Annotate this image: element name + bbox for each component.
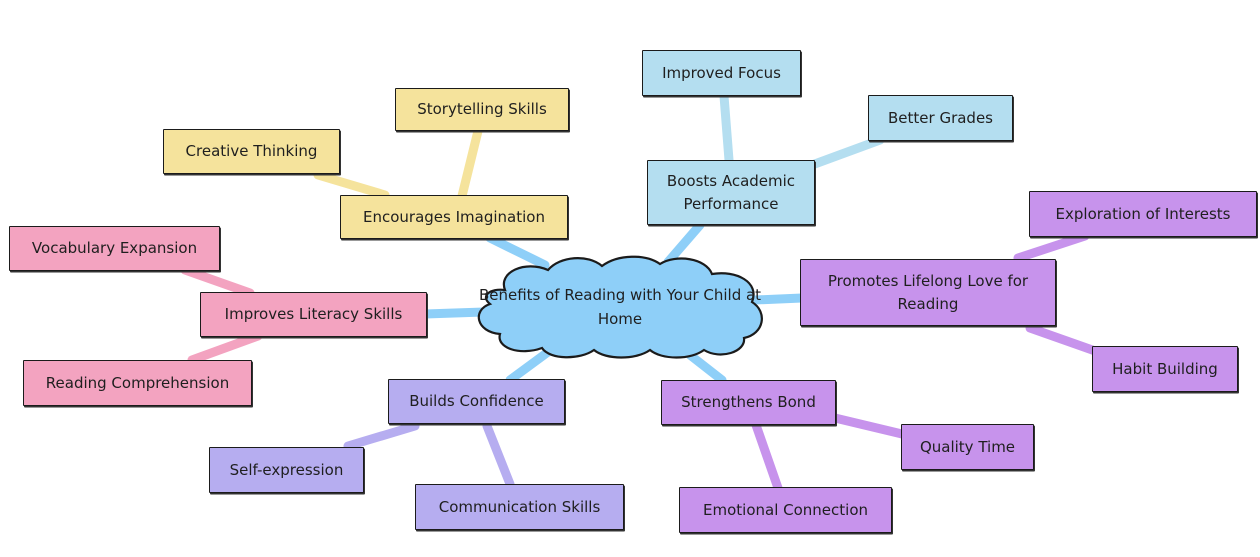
leaf-improved-focus[interactable]: Improved Focus — [642, 50, 801, 96]
branch-label-line-1: Promotes Lifelong Love for — [827, 271, 1029, 290]
leaf-label: Exploration of Interests — [1055, 204, 1231, 223]
root-topic[interactable]: Benefits of Reading with Your Child at H… — [470, 283, 770, 331]
edge-academic-grades — [807, 135, 885, 170]
branch-improves-literacy-skills[interactable]: Improves Literacy Skills — [200, 292, 427, 337]
leaf-label: Quality Time — [919, 437, 1016, 456]
edge-academic-focus — [719, 91, 734, 165]
root-topic-line-2: Your Child at Home — [597, 286, 762, 328]
leaf-communication-skills[interactable]: Communication Skills — [415, 484, 624, 530]
branch-label-line-2: Performance — [683, 194, 779, 213]
leaf-quality-time[interactable]: Quality Time — [901, 424, 1034, 470]
edge-literacy-vocabulary — [180, 265, 255, 298]
root-cloud-shape[interactable] — [470, 252, 770, 360]
edge-lifelong-habit — [1025, 323, 1103, 357]
branch-label-line-1: Boosts Academic — [666, 171, 796, 190]
branch-promotes-lifelong-love[interactable]: Promotes Lifelong Love for Reading — [800, 259, 1056, 326]
branch-builds-confidence[interactable]: Builds Confidence — [388, 379, 565, 424]
edge-root-bond — [685, 350, 727, 385]
leaf-label: Habit Building — [1112, 359, 1218, 378]
leaf-storytelling-skills[interactable]: Storytelling Skills — [395, 88, 569, 131]
edge-root-academic — [663, 220, 705, 267]
leaf-better-grades[interactable]: Better Grades — [868, 95, 1013, 141]
branch-encourages-imagination[interactable]: Encourages Imagination — [340, 195, 568, 239]
edge-imagination-creative — [313, 170, 390, 200]
leaf-label: Reading Comprehension — [45, 373, 230, 392]
branch-label: Strengthens Bond — [681, 393, 816, 411]
leaf-label: Emotional Connection — [703, 500, 868, 519]
edge-imagination-storytelling — [457, 126, 483, 201]
edge-bond-quality — [830, 413, 907, 439]
leaf-label: Improved Focus — [662, 63, 781, 82]
branch-label: Encourages Imagination — [363, 207, 545, 226]
edge-root-imagination — [485, 233, 550, 270]
leaf-label: Better Grades — [888, 108, 993, 127]
edge-literacy-comprehension — [187, 331, 263, 365]
leaf-emotional-connection[interactable]: Emotional Connection — [679, 487, 892, 533]
branch-boosts-academic-performance[interactable]: Boosts Academic Performance — [647, 160, 815, 225]
edge-confidence-selfexpression — [343, 421, 420, 451]
leaf-label: Communication Skills — [438, 497, 601, 516]
leaf-exploration-of-interests[interactable]: Exploration of Interests — [1029, 191, 1257, 237]
leaf-label: Creative Thinking — [185, 142, 318, 160]
edge-root-literacy — [420, 307, 489, 319]
leaf-label: Self-expression — [229, 460, 344, 479]
edge-confidence-communication — [482, 421, 515, 489]
edge-bond-emotional — [751, 420, 783, 493]
branch-label: Improves Literacy Skills — [224, 305, 403, 323]
leaf-self-expression[interactable]: Self-expression — [209, 447, 364, 493]
leaf-label: Vocabulary Expansion — [31, 239, 198, 257]
root-topic-line-1: Benefits of Reading with — [478, 286, 662, 304]
branch-strengthens-bond[interactable]: Strengthens Bond — [661, 380, 836, 425]
leaf-reading-comprehension[interactable]: Reading Comprehension — [23, 360, 252, 406]
leaf-vocabulary-expansion[interactable]: Vocabulary Expansion — [9, 226, 220, 271]
leaf-label: Storytelling Skills — [417, 100, 547, 118]
edge-lifelong-exploration — [1013, 231, 1090, 263]
edge-root-confidence — [505, 347, 553, 385]
leaf-creative-thinking[interactable]: Creative Thinking — [163, 129, 340, 174]
branch-label: Builds Confidence — [409, 392, 544, 410]
edge-root-lifelong — [750, 293, 807, 305]
branch-label-line-2: Reading — [897, 294, 959, 313]
leaf-habit-building[interactable]: Habit Building — [1092, 346, 1238, 392]
